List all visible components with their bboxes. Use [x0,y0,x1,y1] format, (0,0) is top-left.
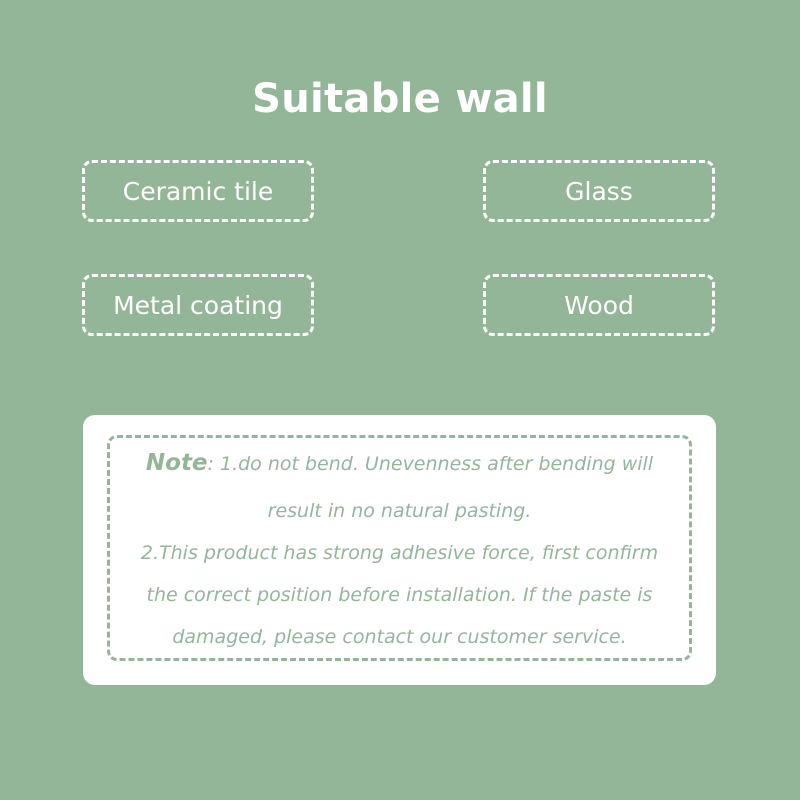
page-title: Suitable wall [252,76,548,122]
wall-tag-label: Wood [564,290,634,320]
note-card: Note: 1.do not bend. Unevenness after be… [83,415,716,685]
wall-tag-glass: Glass [483,160,715,222]
wall-tag-metal-coating: Metal coating [82,274,314,336]
note-dashed-frame: Note: 1.do not bend. Unevenness after be… [107,435,692,661]
note-line-2: result in no natural pasting. [267,500,532,522]
note-line-5: damaged, please contact our customer ser… [172,626,627,648]
wall-tag-label: Metal coating [113,290,283,320]
note-line-4: the correct position before installation… [146,584,653,606]
note-line-1: Note: 1.do not bend. Unevenness after be… [110,450,689,476]
note-line-3: 2.This product has strong adhesive force… [140,542,659,564]
wall-tag-label: Ceramic tile [122,176,274,206]
wall-tag-label: Glass [565,176,633,206]
wall-tag-wood: Wood [483,274,715,336]
wall-tag-ceramic-tile: Ceramic tile [82,160,314,222]
note-label: Note [145,450,208,476]
note-text-1: : 1.do not bend. Unevenness after bendin… [207,453,654,475]
